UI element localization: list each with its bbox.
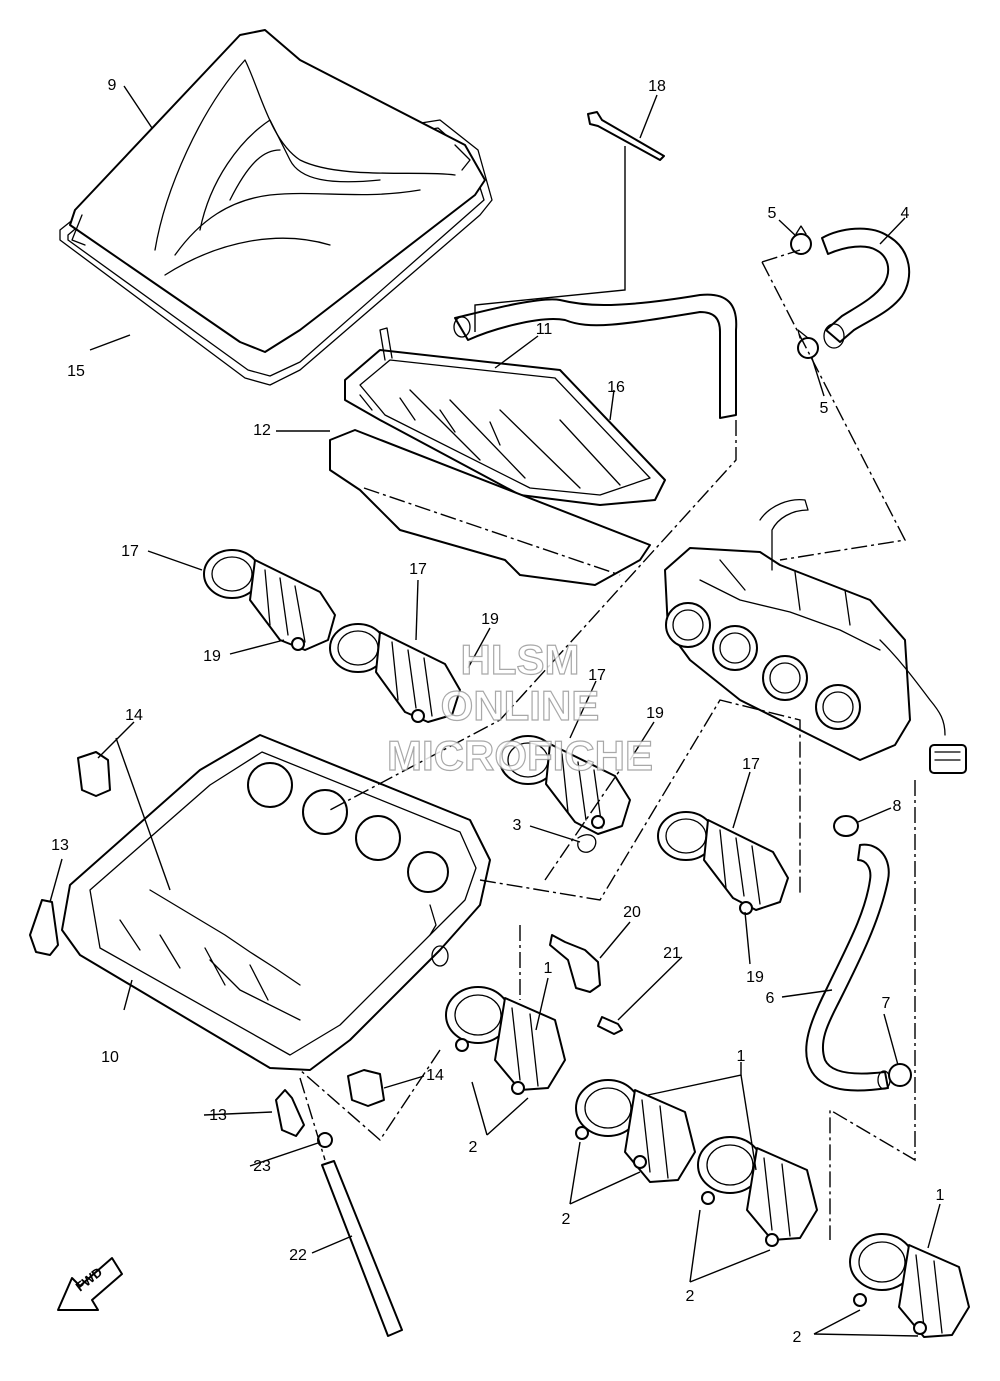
watermark-line-1: HLSM xyxy=(461,636,580,683)
bracket-13-part xyxy=(29,899,305,1137)
callout-number: 22 xyxy=(289,1247,307,1264)
callout-number: 13 xyxy=(51,837,69,854)
callout-number: 17 xyxy=(121,543,139,560)
airbox-cover-part xyxy=(69,29,486,353)
callout-number: 5 xyxy=(820,400,829,417)
filter-element-part xyxy=(344,327,666,506)
callout-number: 4 xyxy=(901,205,910,222)
callout-number: 13 xyxy=(209,1107,227,1124)
callout-number: 10 xyxy=(101,1049,119,1066)
leader-lines xyxy=(49,85,941,1337)
clamp-7-part xyxy=(888,1063,912,1087)
callout-number: 9 xyxy=(108,77,117,94)
callout-number: 2 xyxy=(686,1288,695,1305)
sensor-20-part xyxy=(549,934,601,993)
callout-number: 1 xyxy=(737,1048,746,1065)
callout-number: 2 xyxy=(562,1211,571,1228)
clamp-19-part xyxy=(291,637,753,915)
callout-number: 18 xyxy=(648,78,666,95)
screw-21-part xyxy=(597,1016,623,1035)
callout-number: 2 xyxy=(469,1139,478,1156)
callout-number: 20 xyxy=(623,904,641,921)
callout-number: 17 xyxy=(409,561,427,578)
fwd-arrow-icon: FWD xyxy=(57,1257,123,1311)
cap-14-part xyxy=(77,751,385,1107)
watermark-line-2: ONLINE xyxy=(441,682,600,729)
callout-number: 3 xyxy=(513,817,522,834)
hose-clamp-part xyxy=(790,225,819,359)
callout-number: 7 xyxy=(882,995,891,1012)
callout-number: 1 xyxy=(936,1187,945,1204)
callout-number: 11 xyxy=(536,321,553,338)
callout-number: 17 xyxy=(742,756,760,773)
hose-22-part xyxy=(321,1160,403,1337)
callout-number: 19 xyxy=(646,705,664,722)
watermark: HLSM ONLINE MICROFICHE xyxy=(386,635,653,779)
callout-number: 5 xyxy=(768,205,777,222)
clip-23-part xyxy=(317,1132,333,1148)
callout-number: 19 xyxy=(481,611,499,628)
callout-number: 6 xyxy=(766,990,775,1007)
joint-17-part xyxy=(203,549,789,911)
tie-wrap-part xyxy=(587,111,665,161)
airbox-case-part xyxy=(61,734,491,1071)
hose-6-part xyxy=(805,843,891,1092)
clip-3-part xyxy=(577,834,597,853)
callout-number: 12 xyxy=(253,422,271,439)
callout-number: 19 xyxy=(746,969,764,986)
callout-number: 21 xyxy=(663,945,681,962)
callout-number: 14 xyxy=(125,707,143,724)
callout-number: 8 xyxy=(893,798,902,815)
throttle-body-assembly xyxy=(664,499,967,774)
hose-16-part xyxy=(453,293,738,419)
callout-number: 2 xyxy=(793,1329,802,1346)
callout-number: 19 xyxy=(203,648,221,665)
assembly-lines xyxy=(299,249,916,1240)
callout-number: 1 xyxy=(544,960,553,977)
filter-sheet-part xyxy=(329,429,651,586)
clamp-8-part xyxy=(833,815,859,837)
callout-number: 14 xyxy=(426,1067,444,1084)
clamp-2-part xyxy=(455,1038,927,1335)
callout-number: 17 xyxy=(588,667,606,684)
callout-number: 15 xyxy=(67,363,85,380)
joint-1-part xyxy=(445,986,970,1338)
callout-number: 16 xyxy=(607,379,625,396)
hose-4-part xyxy=(821,227,911,349)
watermark-line-3: MICROFICHE xyxy=(387,732,653,779)
callout-number: 23 xyxy=(253,1158,271,1175)
